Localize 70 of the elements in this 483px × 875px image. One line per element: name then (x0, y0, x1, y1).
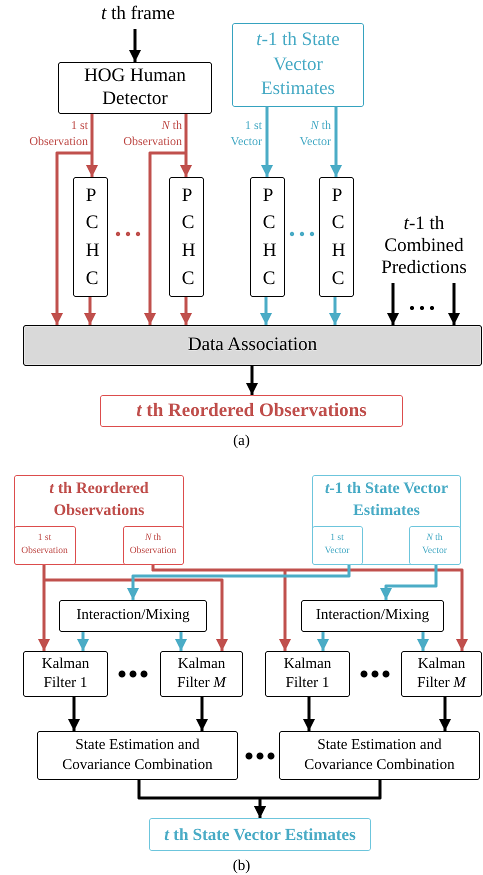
arrow (144, 114, 188, 325)
process-box (301, 600, 444, 632)
arrow (51, 114, 94, 325)
output-box (149, 818, 371, 851)
arrow (317, 632, 329, 651)
process-box (319, 177, 354, 297)
box-text: Kalman Filter M (416, 654, 468, 693)
arrow (84, 297, 96, 325)
box-text: N th Observation (128, 532, 178, 558)
box-text: Kalman Filter 1 (40, 654, 90, 693)
arrow (180, 297, 192, 325)
arrow (439, 697, 451, 731)
arrow (129, 29, 141, 62)
arrow (303, 697, 315, 731)
box-text: State Estimation and Covariance Combination (303, 736, 456, 774)
arrow (175, 632, 187, 651)
process-box (73, 177, 108, 297)
panel-label: (a) (232, 432, 251, 451)
process-box (265, 651, 350, 697)
group-box (312, 475, 461, 565)
box-text: 1 st Vector (324, 532, 350, 558)
box-text: Interaction/Mixing (316, 606, 430, 626)
process-box (23, 325, 482, 366)
process-box (37, 731, 238, 780)
box-text: 1 st Observation (20, 532, 69, 558)
arrow (387, 283, 399, 325)
group-box (14, 475, 184, 565)
box-text: t-1 th State Vector Estimates (255, 28, 341, 102)
box-text: Interaction/Mixing (76, 606, 190, 626)
box-text: t-1 th State Vector Estimates (324, 479, 450, 521)
box-text: Data Association (188, 333, 318, 358)
arrow (42, 565, 228, 651)
panel-label: (b) (232, 857, 252, 875)
arrow (68, 697, 80, 731)
box-text: HOG Human Detector (83, 65, 187, 111)
process-box (250, 177, 285, 297)
process-box (232, 23, 364, 107)
input-label: t th frame (88, 3, 188, 29)
item-box (122, 526, 184, 564)
arrow (77, 632, 89, 651)
arrow (260, 297, 272, 325)
process-box (169, 177, 204, 297)
arrow (127, 565, 350, 600)
process-box (279, 731, 480, 780)
arrow (330, 107, 342, 177)
arrow (196, 697, 208, 731)
process-box (401, 651, 482, 697)
box-text: t th Reordered Observations (48, 479, 150, 521)
box-text: N th Vector (421, 532, 448, 558)
item-box (312, 526, 362, 564)
process-box (58, 62, 212, 114)
arrow (380, 565, 438, 600)
box-text: t th Reordered Observations (136, 398, 367, 423)
box-text: Kalman Filter 1 (282, 654, 332, 693)
arrow (448, 283, 460, 325)
item-box (14, 526, 76, 564)
process-box (59, 600, 207, 632)
item-box (408, 526, 460, 564)
input-label: t-1 th Combined Predictions (368, 213, 480, 283)
arrow (329, 297, 341, 325)
arrow (254, 780, 382, 818)
box-text: Kalman Filter M (176, 654, 228, 693)
arrow (417, 632, 429, 651)
output-box (100, 395, 403, 427)
arrow (246, 366, 258, 395)
box-text: State Estimation and Covariance Combination (61, 736, 214, 774)
arrow (261, 107, 273, 177)
process-box (23, 651, 108, 697)
box-text: t th State Vector Estimates (164, 824, 356, 846)
process-box (160, 651, 243, 697)
